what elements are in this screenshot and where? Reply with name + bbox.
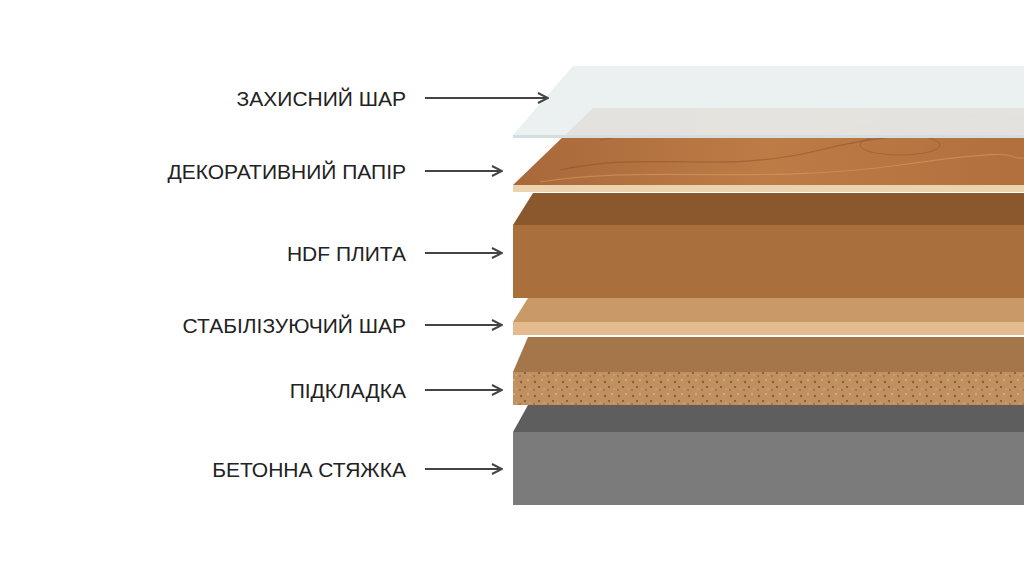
layer-label: ЗАХИСНИЙ ШАР (4, 88, 406, 109)
layer-label: ДЕКОРАТИВНИЙ ПАПІР (4, 161, 406, 182)
protective-layer (513, 66, 1024, 138)
concrete-layer (513, 405, 1024, 505)
underlay-layer (513, 337, 1024, 405)
hdf-layer (513, 193, 1024, 298)
leader-arrows (425, 98, 548, 469)
stabilizing-layer (513, 298, 1024, 335)
layer-label: ПІДКЛАДКА (4, 380, 406, 401)
layer-label: HDF ПЛИТА (4, 243, 406, 264)
layer-label: БЕТОННА СТЯЖКА (4, 459, 406, 480)
layer-label: СТАБІЛІЗУЮЧИЙ ШАР (4, 315, 406, 336)
